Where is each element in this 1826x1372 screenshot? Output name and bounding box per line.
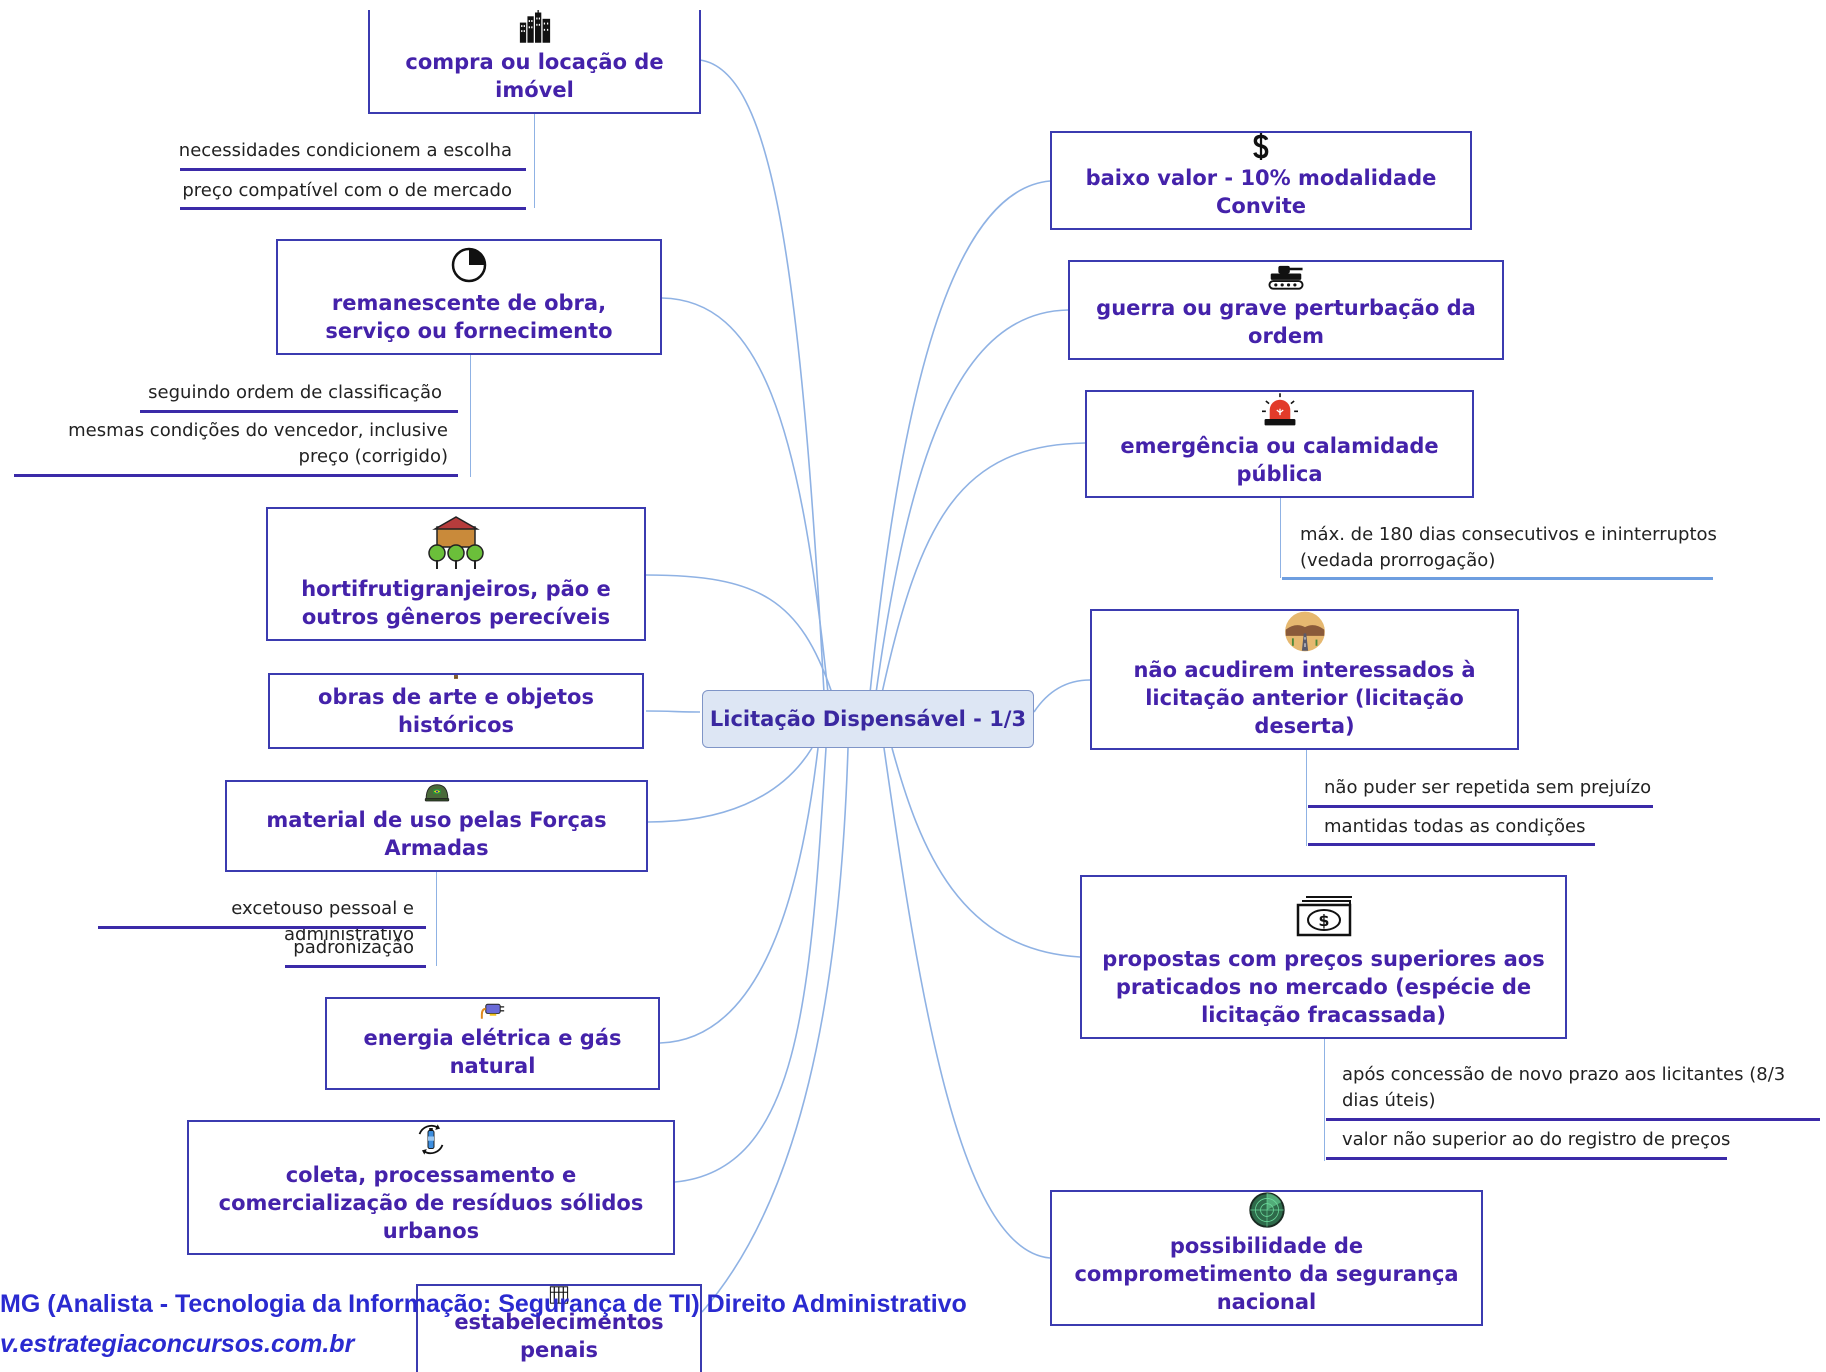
subtopic-padronizacao[interactable]: padronização: [293, 937, 414, 958]
subtopic-nao-repetida[interactable]: não puder ser repetida sem prejuízo: [1324, 777, 1652, 798]
subtopic-180-dias[interactable]: máx. de 180 dias consecutivos e ininterr…: [1300, 524, 1717, 571]
farm-icon: [428, 516, 484, 569]
topic-guerra[interactable]: guerra ou grave perturbação da ordem: [1068, 260, 1504, 360]
topic-label: guerra ou grave perturbação da ordem: [1096, 296, 1476, 348]
energy-plug-icon: [480, 1003, 504, 1019]
subtopic-mantidas-condicoes[interactable]: mantidas todas as condições: [1324, 816, 1586, 837]
topic-label: material de uso pelas Forças Armadas: [266, 808, 607, 860]
subtopic-underline: [140, 410, 458, 413]
topic-forcas-armadas[interactable]: material de uso pelas Forças Armadas: [225, 780, 648, 872]
subtopic-underline: [98, 926, 426, 929]
topic-label: não acudirem interessados à licitação an…: [1133, 658, 1476, 738]
subtopic-registro-precos[interactable]: valor não superior ao do registro de pre…: [1342, 1129, 1731, 1150]
subtopic-underline: [1308, 843, 1595, 846]
subtopic-underline: [180, 207, 526, 210]
recycle-bottle-icon: [418, 1124, 444, 1155]
footer-course-title: MG (Analista - Tecnologia da Informação:…: [0, 1290, 967, 1318]
painting-icon: [454, 675, 458, 679]
cash-icon: $: [1296, 896, 1352, 937]
topic-seguranca-nacional[interactable]: possibilidade de comprometimento da segu…: [1050, 1190, 1483, 1326]
topic-emergencia[interactable]: emergência ou calamidade pública: [1085, 390, 1474, 498]
sub-bracket: [1306, 750, 1319, 846]
topic-obras-arte[interactable]: obras de arte e objetos históricos: [268, 673, 644, 749]
topic-label: hortifrutigranjeiros, pão e outros gêner…: [301, 577, 611, 629]
central-topic[interactable]: Licitação Dispensável - 1/3: [702, 690, 1034, 748]
sub-bracket: [520, 114, 535, 208]
subtopic-novo-prazo[interactable]: após concessão de novo prazo aos licitan…: [1342, 1064, 1786, 1111]
central-topic-label: Licitação Dispensável - 1/3: [709, 707, 1027, 731]
pie-chart-icon: [451, 247, 487, 283]
buildings-icon: [519, 10, 550, 43]
subtopic-underline: [285, 965, 426, 968]
footer-website: v.estrategiaconcursos.com.br: [0, 1330, 355, 1358]
topic-label: compra ou locação de imóvel: [405, 50, 664, 102]
subtopic-ordem-classificacao[interactable]: seguindo ordem de classificação: [148, 382, 442, 403]
topic-energia[interactable]: energia elétrica e gás natural: [325, 997, 660, 1090]
topic-compra-imovel[interactable]: compra ou locação de imóvel: [368, 10, 701, 114]
subtopic-underline: [1326, 1157, 1727, 1160]
subtopic-underline: [1282, 577, 1713, 580]
military-helmet-icon: [424, 784, 449, 802]
topic-label: coleta, processamento e comercialização …: [218, 1163, 644, 1243]
topic-label: estabelecimentos penais: [454, 1310, 664, 1362]
sub-bracket: [1280, 498, 1293, 578]
topic-licitacao-deserta[interactable]: não acudirem interessados à licitação an…: [1090, 609, 1519, 750]
dollar-icon: [1253, 133, 1269, 160]
desert-road-icon: [1284, 611, 1325, 652]
topic-remanescente[interactable]: remanescente de obra, serviço ou forneci…: [276, 239, 662, 355]
topic-residuos-solidos[interactable]: coleta, processamento e comercialização …: [187, 1120, 675, 1255]
topic-hortifrutigranjeiros[interactable]: hortifrutigranjeiros, pão e outros gêner…: [266, 507, 646, 641]
subtopic-underline: [1308, 805, 1653, 808]
topic-label: energia elétrica e gás natural: [363, 1026, 622, 1078]
svg-text:$: $: [1318, 911, 1329, 930]
subtopic-preco-compativel[interactable]: preço compatível com o de mercado: [182, 180, 512, 201]
sub-bracket: [424, 872, 437, 966]
subtopic-mesmas-condicoes[interactable]: mesmas condições do vencedor, inclusive …: [68, 420, 448, 467]
topic-label: obras de arte e objetos históricos: [318, 685, 594, 737]
subtopic-underline: [180, 168, 526, 171]
topic-label: baixo valor - 10% modalidade Convite: [1085, 166, 1437, 218]
siren-icon: [1261, 393, 1298, 426]
prison-icon: [549, 1286, 569, 1304]
subtopic-necessidades[interactable]: necessidades condicionem a escolha: [178, 140, 512, 161]
tank-icon: [1268, 265, 1304, 290]
subtopic-exceto-uso[interactable]: excetouso pessoal e administrativo: [231, 898, 414, 945]
topic-estabelecimentos-penais[interactable]: estabelecimentos penais: [416, 1284, 702, 1372]
topic-label: possibilidade de comprometimento da segu…: [1074, 1234, 1459, 1314]
subtopic-underline: [14, 474, 458, 477]
sub-bracket: [456, 355, 471, 477]
topic-licitacao-fracassada[interactable]: $ propostas com preços superiores aos pr…: [1080, 875, 1567, 1039]
sub-bracket: [1324, 1039, 1337, 1161]
topic-label: propostas com preços superiores aos prat…: [1102, 947, 1545, 1027]
topic-baixo-valor[interactable]: baixo valor - 10% modalidade Convite: [1050, 131, 1472, 230]
topic-label: emergência ou calamidade pública: [1120, 434, 1439, 486]
subtopic-underline: [1326, 1118, 1820, 1121]
radar-icon: [1248, 1192, 1285, 1228]
topic-label: remanescente de obra, serviço ou forneci…: [325, 291, 613, 343]
